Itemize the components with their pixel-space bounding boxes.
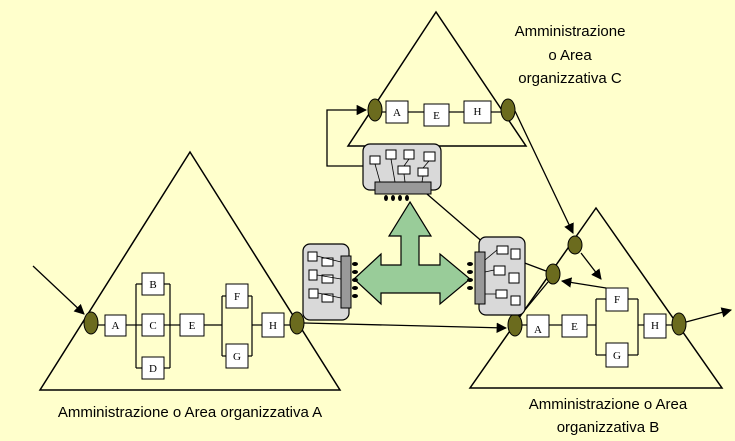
process-a-label-b: B xyxy=(149,279,156,291)
process-a-label-d: D xyxy=(149,363,157,375)
arrow-internal-to-b-left xyxy=(560,277,607,289)
process-a-box-f xyxy=(225,283,249,309)
area-b-label-line1: Amministrazione o Area xyxy=(529,396,688,413)
arrow-input-to-a xyxy=(32,265,85,315)
area-a-triangle xyxy=(38,150,342,391)
process-a-label-f: F xyxy=(234,291,240,303)
process-b-box-h xyxy=(643,313,667,339)
process-b-box-a xyxy=(526,314,550,338)
gateway-a-network-gateway-icon xyxy=(302,243,358,321)
process-a-box-h xyxy=(261,312,285,338)
process-c-box-a xyxy=(385,100,409,124)
process-c-label-a: A xyxy=(393,107,401,119)
process-b-label-g: G xyxy=(613,350,621,362)
area-b-triangle xyxy=(468,206,724,389)
process-c-box-e xyxy=(423,103,450,127)
process-b-label-h: H xyxy=(651,320,659,332)
link-gateway-c-to-gateway-b xyxy=(419,187,486,245)
gateway-b-network-gateway-icon xyxy=(467,236,526,316)
process-a-box-c xyxy=(141,313,165,337)
process-a-label-c: C xyxy=(149,320,156,332)
process-c-exit-node xyxy=(500,98,516,122)
process-c-box-h xyxy=(463,100,492,124)
arrow-a-to-b xyxy=(303,322,508,333)
process-b-node-top xyxy=(567,235,583,255)
process-b-box-g xyxy=(605,342,629,368)
process-a-box-g xyxy=(225,343,249,369)
gateway-c-network-gateway-icon xyxy=(362,143,442,201)
process-a-label-h: H xyxy=(269,320,277,332)
area-a-label: Amministrazione o Area organizzativa A xyxy=(58,404,322,421)
process-b-node-left xyxy=(545,263,561,285)
process-b-label-e: E xyxy=(571,321,578,333)
process-b xyxy=(521,298,672,356)
arrow-gateway-c-to-c xyxy=(326,104,370,167)
process-b-label-a: A xyxy=(534,324,542,336)
process-a-box-b xyxy=(141,272,165,296)
arrow-b-output xyxy=(685,307,733,323)
process-b-entry-node xyxy=(507,313,523,337)
process-b-exit-node xyxy=(671,312,687,336)
process-a-box-a xyxy=(104,314,127,337)
process-a xyxy=(98,283,292,369)
process-a-label-g: G xyxy=(233,351,241,363)
area-c-label-line1: Amministrazione xyxy=(515,23,626,40)
process-a-label-e: E xyxy=(189,320,196,332)
process-b-box-e xyxy=(561,314,588,338)
process-c-label-h: H xyxy=(474,106,482,118)
process-a-box-d xyxy=(141,356,165,380)
area-c-label-line3: organizzativa C xyxy=(518,70,622,87)
link-gateway-b-to-b-left xyxy=(521,261,547,272)
process-a-exit-node xyxy=(289,311,305,335)
process-a-label-a: A xyxy=(112,320,120,332)
process-b-label-f: F xyxy=(614,294,620,306)
process-b-box-f xyxy=(605,287,629,312)
process-a-entry-node xyxy=(83,311,99,335)
interconnection-four-way-arrow-icon xyxy=(353,200,471,306)
arrow-b-top-to-internal xyxy=(580,252,602,280)
arrow-c-to-b xyxy=(514,110,574,234)
area-c-label-line2: o Area xyxy=(548,47,592,64)
process-c-label-e: E xyxy=(433,110,440,122)
process-a-box-e xyxy=(179,313,205,337)
area-b-label-line2: organizzativa B xyxy=(557,419,660,436)
process-c-entry-node xyxy=(367,98,383,122)
